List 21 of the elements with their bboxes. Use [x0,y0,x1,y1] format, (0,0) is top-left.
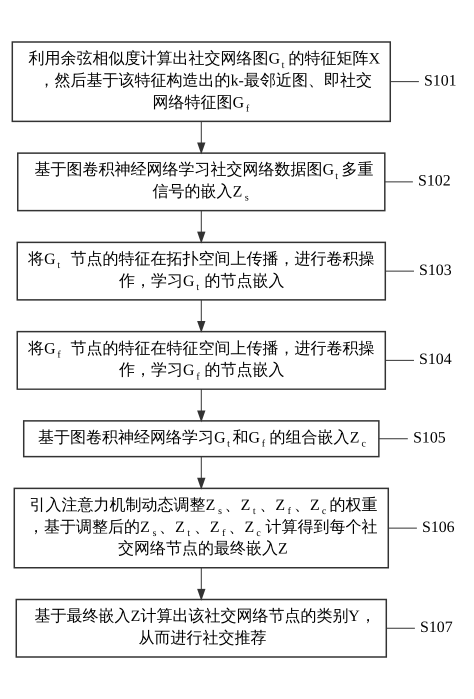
node-text: S107 [420,619,453,636]
node-text: S106 [422,518,455,536]
node-text: S103 [419,262,452,279]
arrow [197,567,206,601]
arrow [197,300,206,333]
connector [384,181,414,182]
node-text: S102 [418,172,451,190]
connector [378,438,408,440]
connector [388,528,418,529]
arrow [197,388,206,422]
connector [385,360,414,361]
node-text: S101 [424,72,457,90]
connector [386,628,416,629]
node-text: S105 [413,430,446,447]
node-box: 基于最终嵌入Z计算出该社交网络节点的类别Y，从而进行社交推荐 [16,598,388,658]
arrow [197,210,206,244]
connector [390,81,420,82]
arrow [197,120,206,154]
arrow [197,456,206,490]
connector [385,270,414,272]
node-text: S104 [419,351,452,368]
